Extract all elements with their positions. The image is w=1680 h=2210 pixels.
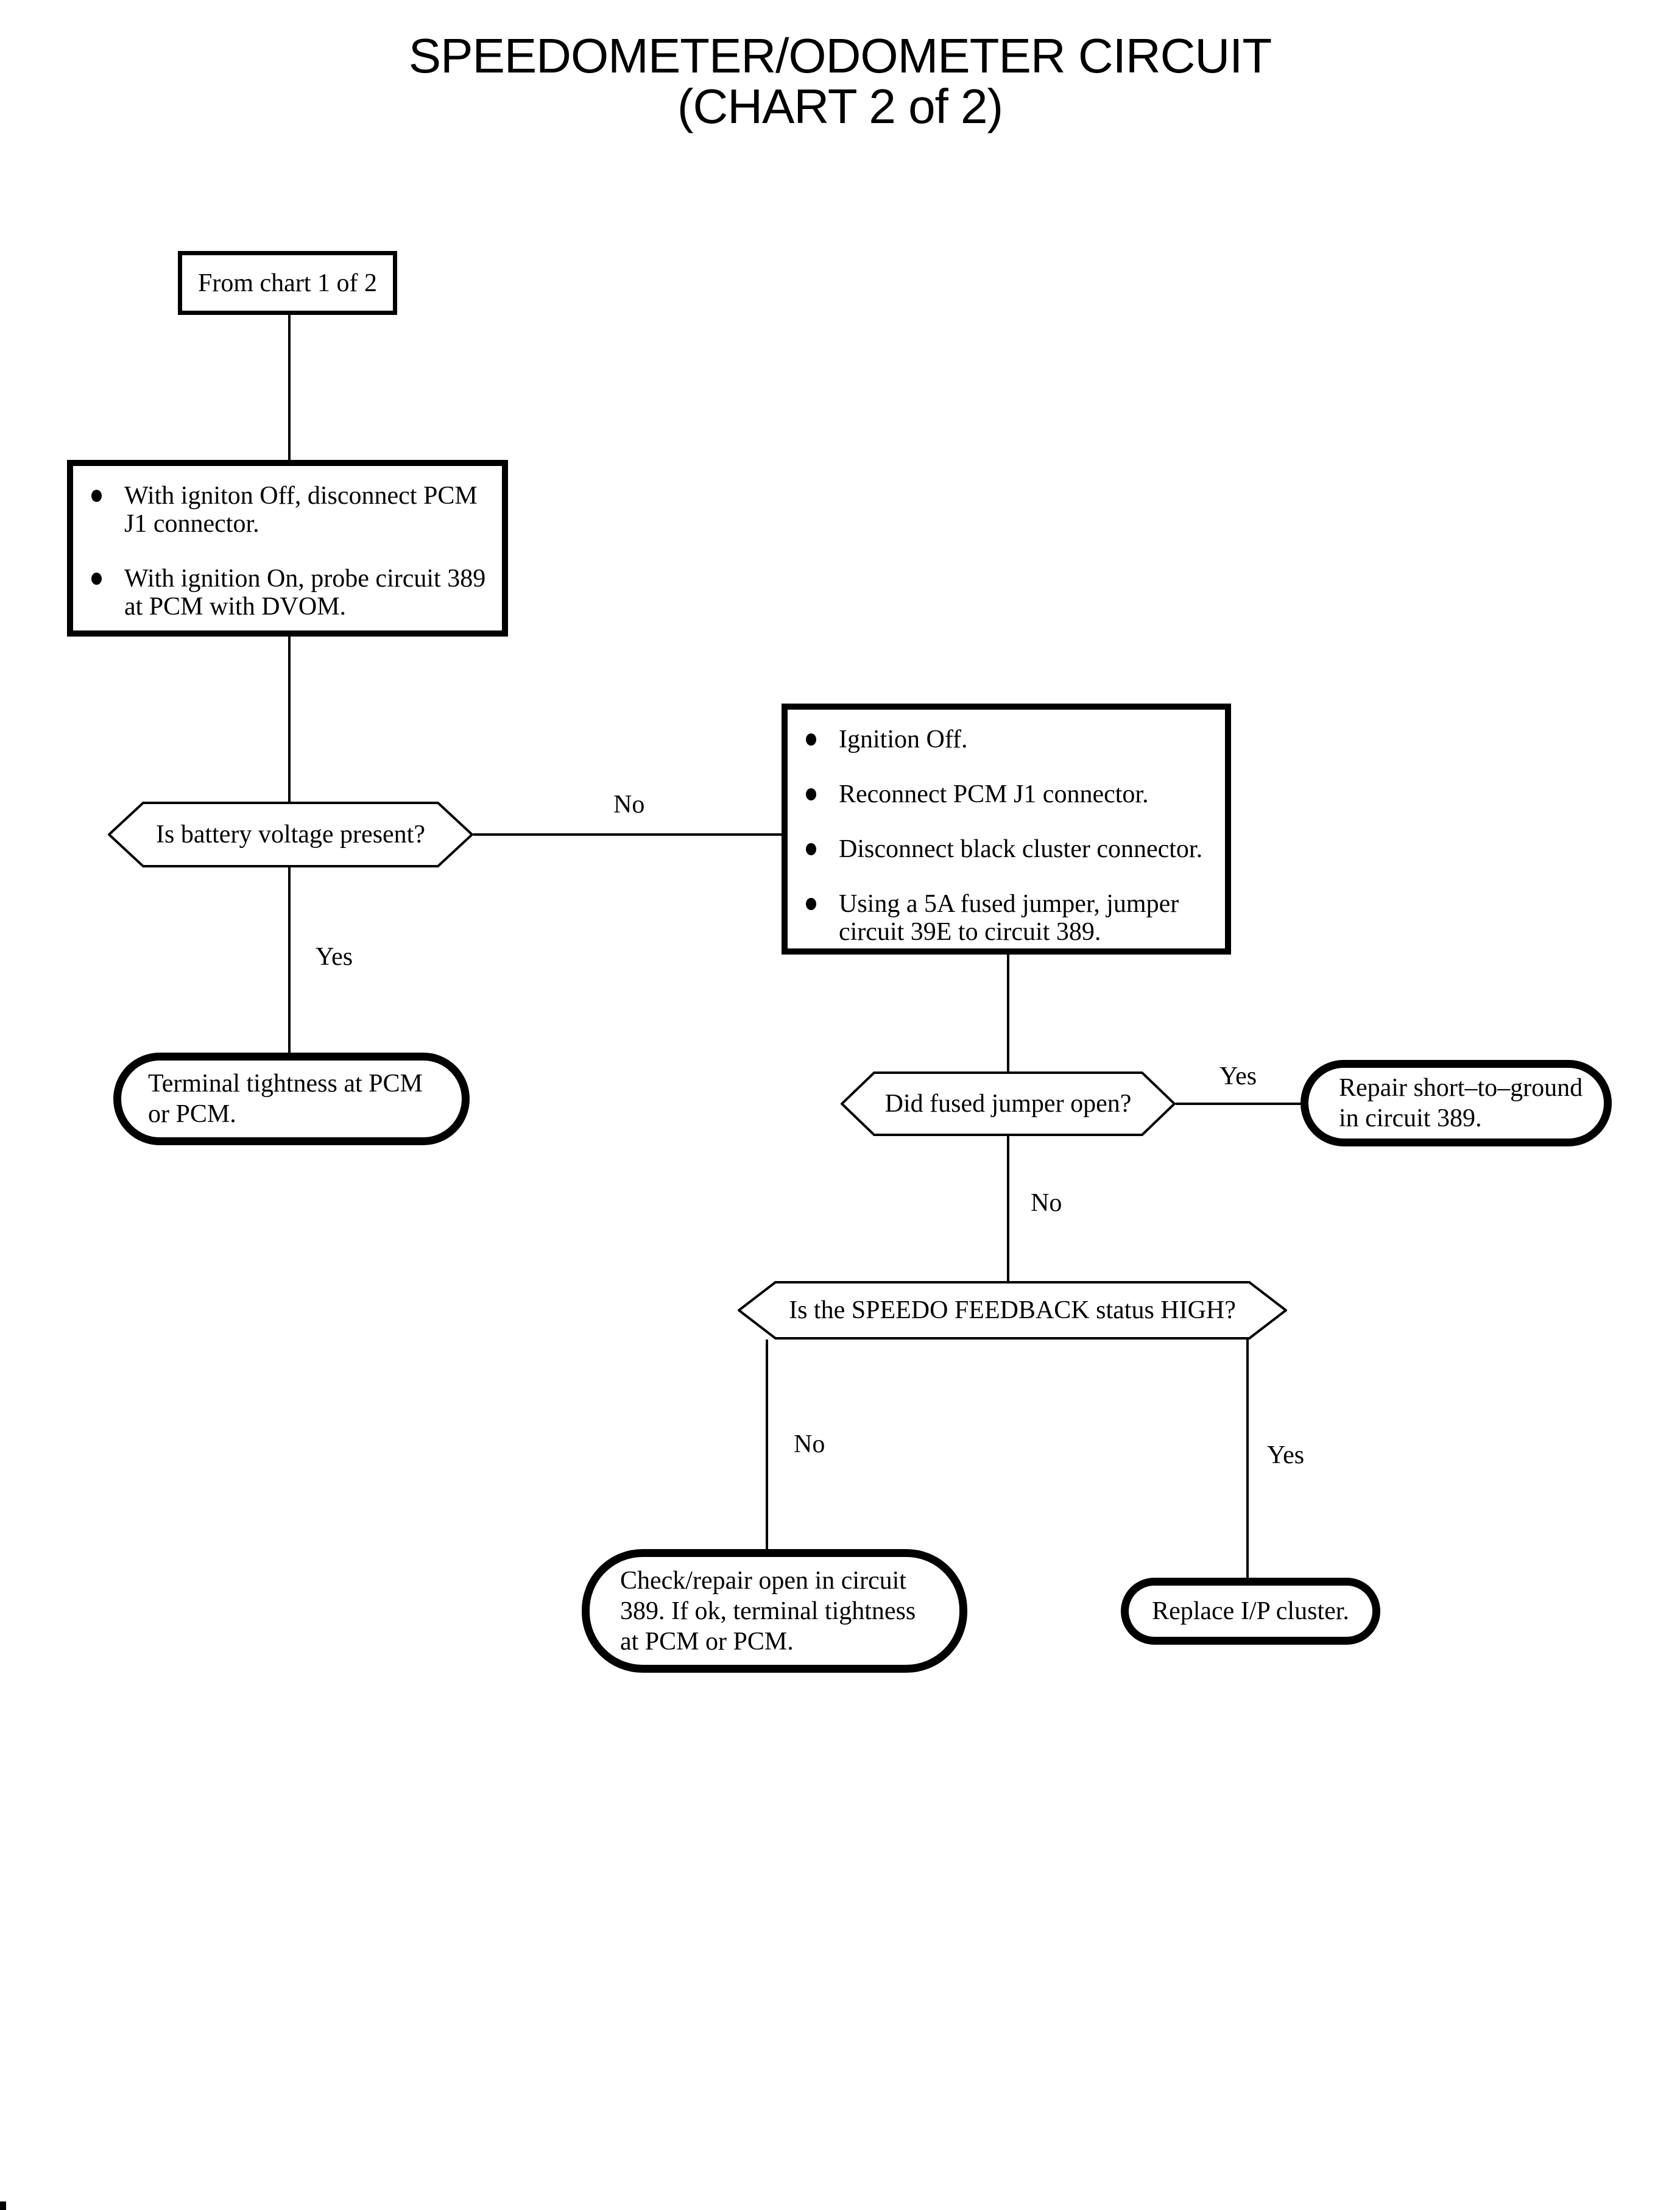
terminal-tightness-node: Terminal tightness at PCM or PCM.: [113, 1053, 470, 1145]
terminal-repair-short-node: Repair short–to–ground in circuit 389.: [1301, 1060, 1612, 1146]
step-probe-item: With ignition On, probe circuit 389 at P…: [73, 565, 490, 621]
step-jumper-item: Ignition Off.: [788, 725, 1213, 754]
decision-battery-label: Is battery voltage present?: [156, 821, 425, 849]
page-title-line2: (CHART 2 of 2): [677, 79, 1003, 133]
step-jumper-item: Using a 5A fused jumper, jumper circuit …: [788, 890, 1213, 946]
hexagon-shape: [738, 1281, 1287, 1340]
terminal-check-open-node: Check/repair open in circuit 389. If ok,…: [582, 1549, 967, 1673]
step-probe-item: With igniton Off, disconnect PCM J1 conn…: [73, 482, 490, 538]
step-probe-box: With igniton Off, disconnect PCM J1 conn…: [67, 460, 508, 637]
terminal-tightness-label: Terminal tightness at PCM or PCM.: [148, 1070, 423, 1128]
edge-step2-to-decision2: [1007, 955, 1009, 1071]
step-jumper-item: Reconnect PCM J1 connector.: [788, 780, 1213, 808]
edge-label-feedback-no: No: [794, 1430, 825, 1458]
terminal-replace-cluster-label: Replace I/P cluster.: [1152, 1597, 1349, 1625]
edge-decision2-no: [1007, 1136, 1009, 1281]
edge-decision3-no: [766, 1340, 768, 1549]
hexagon-shape: [841, 1071, 1176, 1136]
page-corner-mark: [0, 2201, 6, 2210]
edge-decision1-no: [473, 833, 782, 836]
edge-label-jumper-no: No: [1031, 1189, 1062, 1217]
edge-step1-to-decision1: [288, 637, 291, 802]
terminal-check-open-label: Check/repair open in circuit 389. If ok,…: [620, 1566, 916, 1656]
edge-decision1-yes: [288, 867, 291, 1053]
edge-label-battery-yes: Yes: [316, 943, 353, 971]
step-jumper-list: Ignition Off. Reconnect PCM J1 connector…: [788, 710, 1225, 946]
hexagon-shape: [108, 802, 473, 867]
edge-label-battery-no: No: [613, 791, 645, 819]
edge-decision2-yes: [1176, 1103, 1301, 1105]
edge-start-to-step1: [288, 315, 291, 460]
start-node: From chart 1 of 2: [178, 251, 397, 315]
step-probe-list: With igniton Off, disconnect PCM J1 conn…: [73, 466, 502, 621]
step-jumper-box: Ignition Off. Reconnect PCM J1 connector…: [782, 704, 1231, 955]
decision-jumper-open: Did fused jumper open?: [841, 1071, 1176, 1136]
page-title-line1: SPEEDOMETER/ODOMETER CIRCUIT: [408, 29, 1272, 83]
edge-decision3-yes: [1246, 1340, 1249, 1578]
decision-speedo-feedback: Is the SPEEDO FEEDBACK status HIGH?: [738, 1281, 1287, 1340]
decision-speedo-feedback-label: Is the SPEEDO FEEDBACK status HIGH?: [789, 1296, 1236, 1324]
decision-jumper-open-label: Did fused jumper open?: [884, 1090, 1132, 1118]
terminal-repair-short-label: Repair short–to–ground in circuit 389.: [1339, 1074, 1583, 1132]
decision-battery: Is battery voltage present?: [108, 802, 473, 867]
page-title: SPEEDOMETER/ODOMETER CIRCUIT (CHART 2 of…: [0, 30, 1680, 132]
edge-label-feedback-yes: Yes: [1267, 1441, 1305, 1469]
edge-label-jumper-yes: Yes: [1219, 1062, 1257, 1090]
terminal-replace-cluster-node: Replace I/P cluster.: [1121, 1578, 1380, 1645]
start-node-label: From chart 1 of 2: [198, 269, 377, 297]
step-jumper-item: Disconnect black cluster connector.: [788, 835, 1213, 863]
